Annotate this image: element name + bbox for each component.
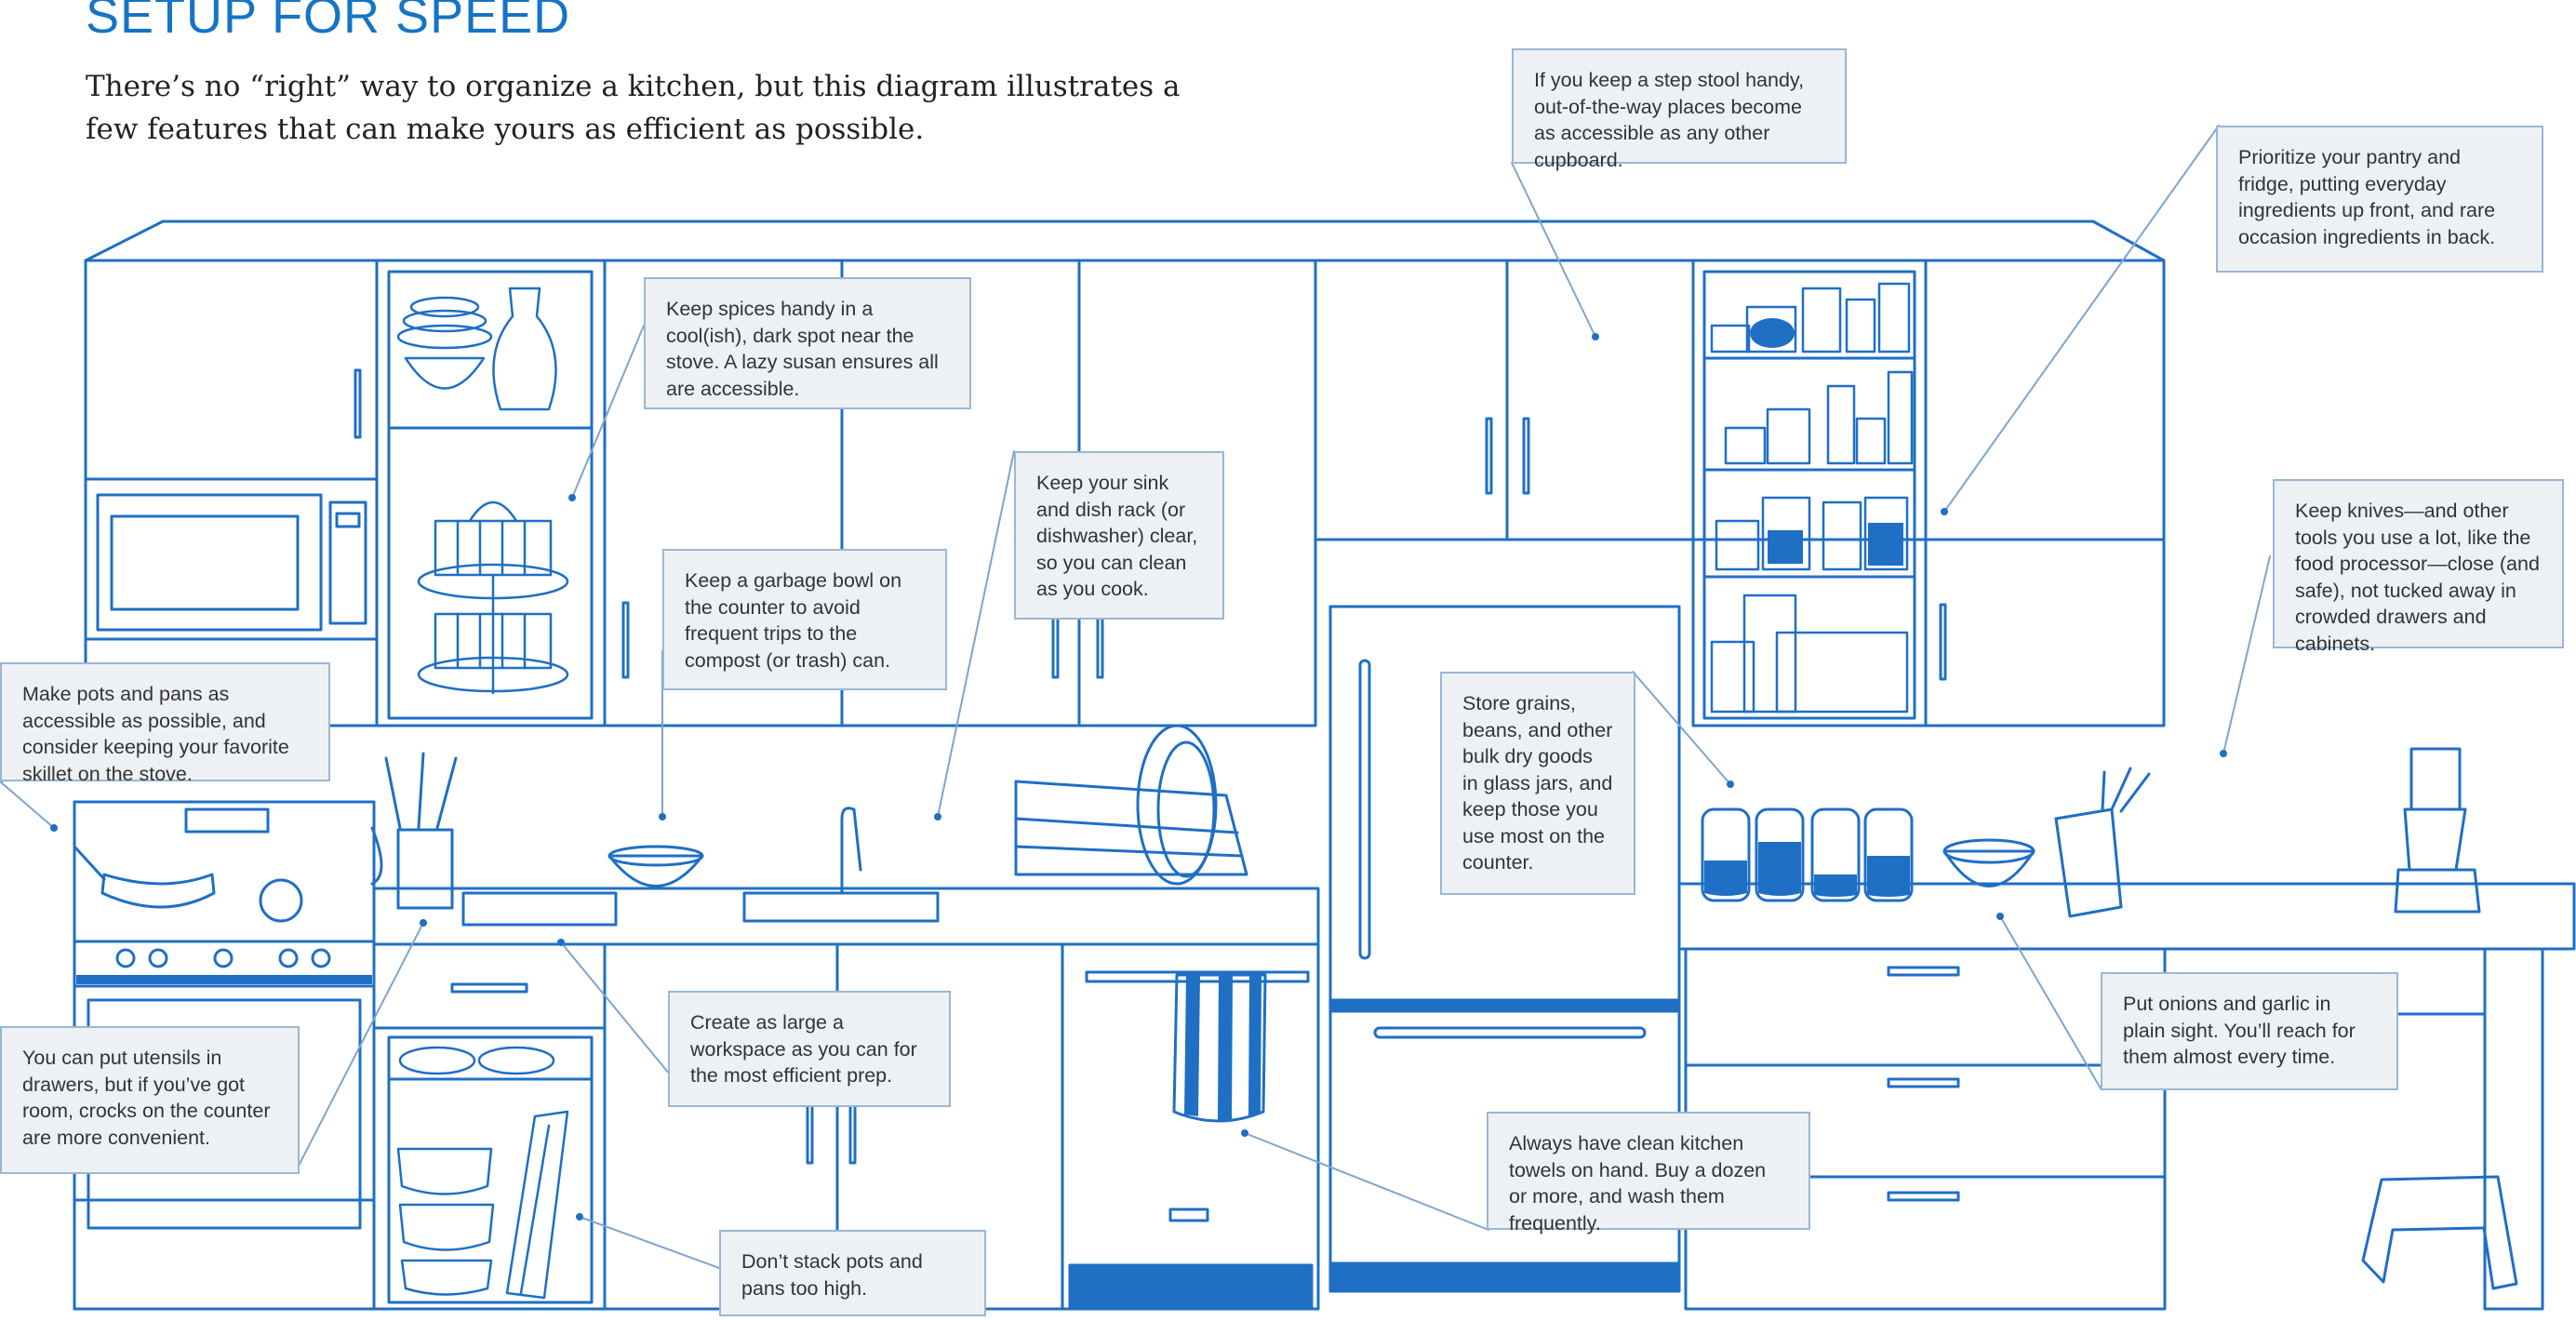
microwave — [84, 477, 379, 641]
leader-lines — [0, 125, 2271, 1269]
callout-knives: Keep knives—and other tools you use a lo… — [2273, 479, 2564, 655]
lower-cabinet-pots — [396, 1046, 569, 1300]
callout-garbage-bowl: Keep a garbage bowl on the counter to av… — [662, 549, 947, 690]
callout-onions: Put onions and garlic in plain sight. Yo… — [2101, 972, 2398, 1090]
callout-workspace: Create as large a workspace as you can f… — [668, 991, 951, 1107]
upper-shelf-dishes — [396, 287, 569, 695]
callout-sink: Keep your sink and dish rack (or dishwas… — [1014, 451, 1224, 620]
callout-grains: Store grains, beans, and other bulk dry … — [1440, 672, 1635, 895]
page-subtitle: There’s no “right” way to organize a kit… — [86, 70, 1181, 146]
callout-pantry-fridge: Prioritize your pantry and fridge, putti… — [2216, 126, 2543, 273]
callout-pots-pans: Make pots and pans as accessible as poss… — [0, 662, 330, 785]
callout-spices: Keep spices handy in a cool(ish), dark s… — [644, 277, 971, 409]
callout-step-stool: If you keep a step stool handy, out-of-t… — [1512, 48, 1847, 171]
callout-towels: Always have clean kitchen towels on hand… — [1487, 1112, 1810, 1234]
callout-utensils: You can put utensils in drawers, but if … — [0, 1026, 300, 1174]
jar-fills — [1704, 842, 1910, 897]
page-title: SETUP FOR SPEED — [86, 0, 571, 44]
pantry-fills — [1750, 318, 1903, 566]
callout-stack: Don’t stack pots and pans too high. — [719, 1230, 986, 1316]
dish-rack — [1014, 724, 1248, 886]
pantry-items — [1710, 282, 1914, 714]
